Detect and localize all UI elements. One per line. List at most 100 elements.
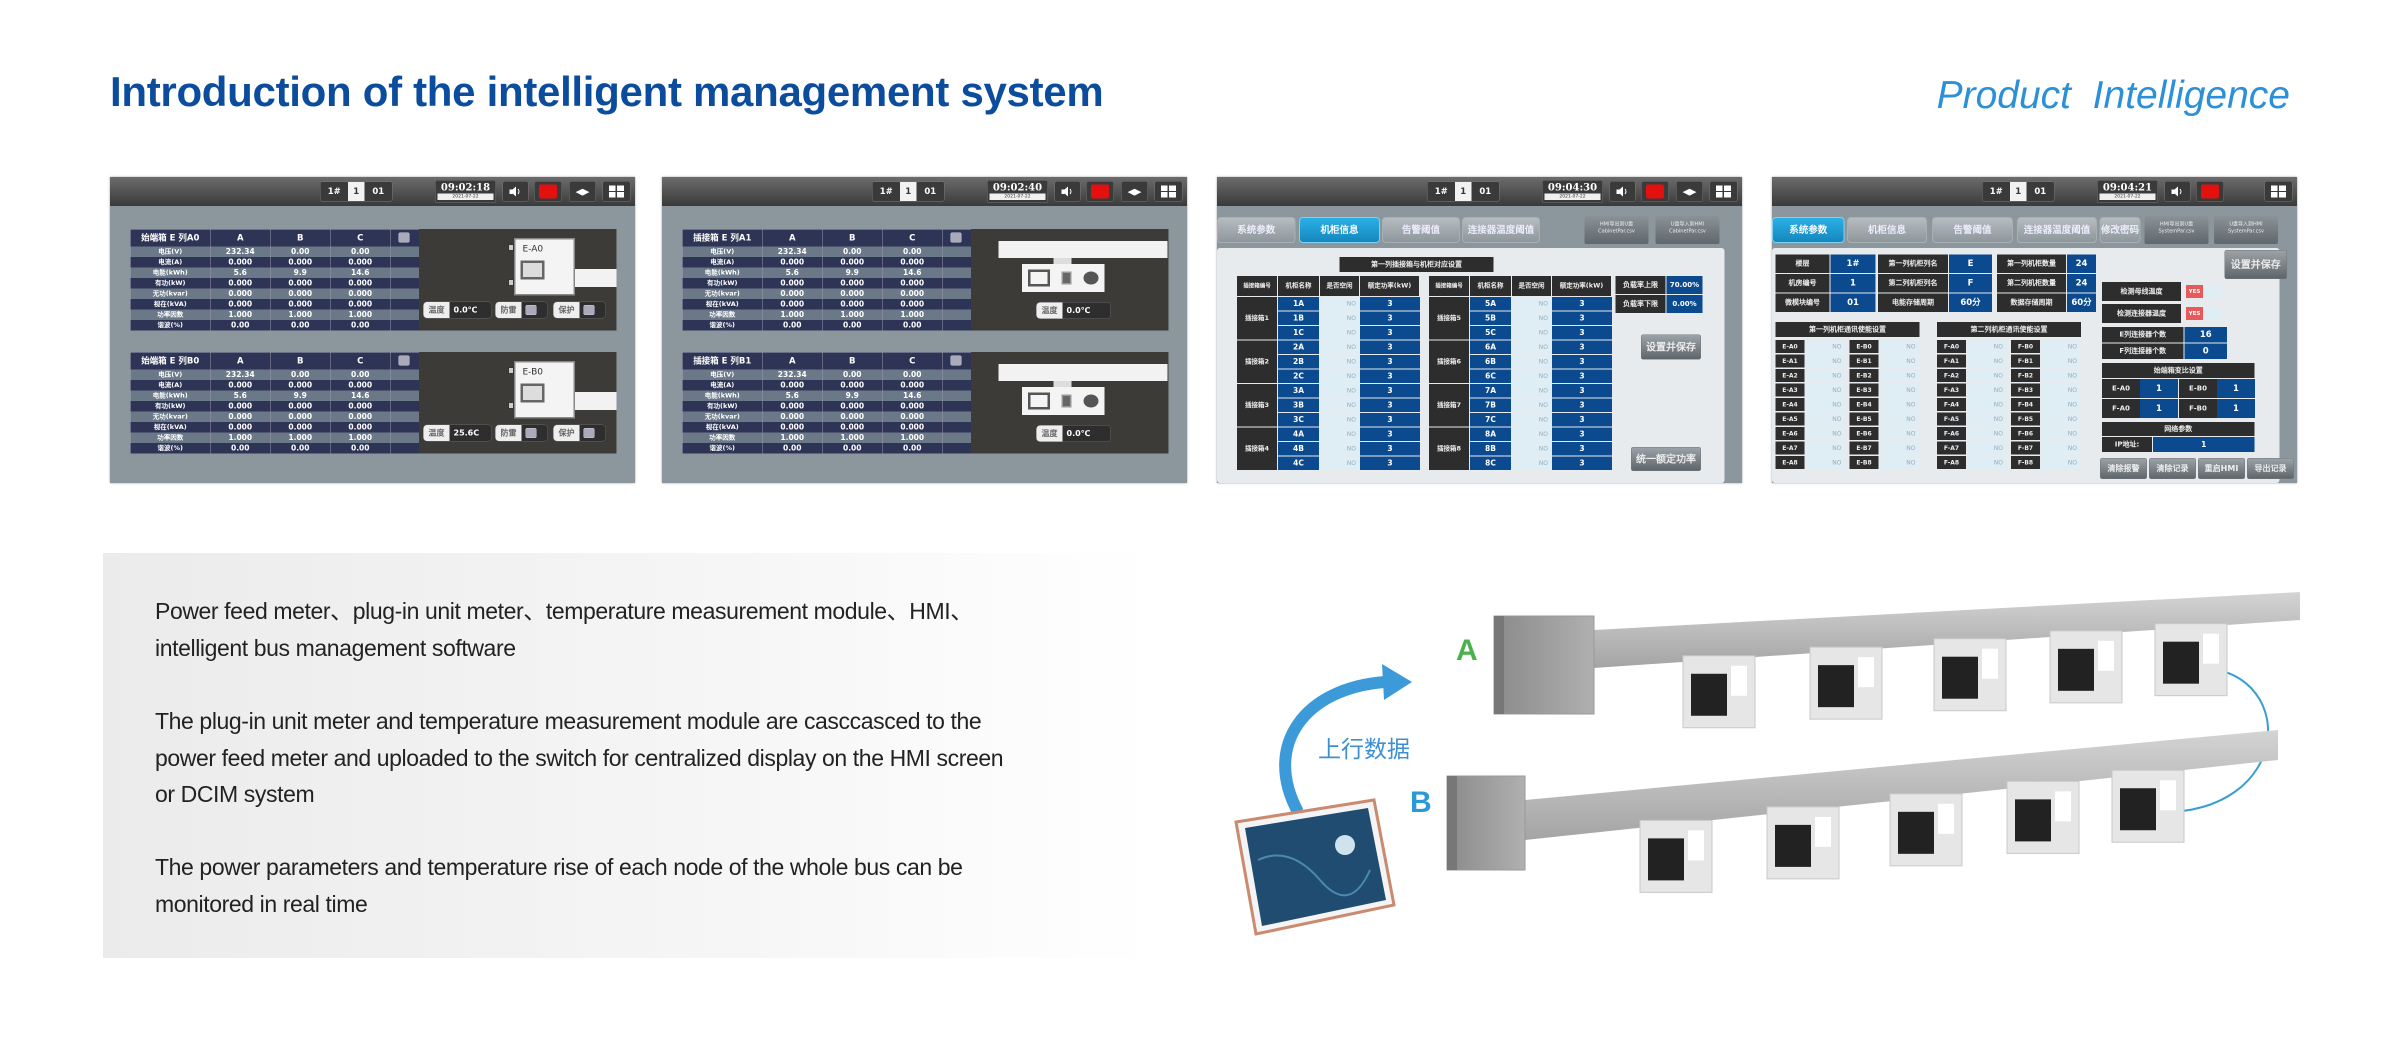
rated-power[interactable]: 3 <box>1552 355 1612 369</box>
speaker-button[interactable] <box>2164 181 2191 202</box>
next-arrow-icon[interactable]: ▶ <box>1689 186 1697 197</box>
idle-toggle[interactable]: NO <box>1320 355 1359 369</box>
comm-enable-toggle[interactable]: NO <box>1968 398 2006 411</box>
comm-enable-toggle[interactable]: NO <box>1806 398 1845 411</box>
comm-enable-toggle[interactable]: NO <box>1806 340 1845 353</box>
idle-toggle[interactable]: NO <box>1512 369 1551 383</box>
param-value[interactable]: E <box>1949 254 1992 273</box>
rated-power[interactable]: 3 <box>1552 398 1612 412</box>
detect-toggle[interactable]: YES <box>2186 307 2203 320</box>
rated-power[interactable]: 3 <box>1552 427 1612 441</box>
param-value[interactable]: 01 <box>1830 293 1876 312</box>
rated-power[interactable]: 3 <box>1552 369 1612 383</box>
page-nav-buttons[interactable]: ◀▶ <box>1676 181 1703 202</box>
ratio-value[interactable]: 1 <box>2217 379 2255 398</box>
action-button-1[interactable]: 清除记录 <box>2149 458 2196 479</box>
tab-0[interactable]: 系统参数 <box>1217 217 1296 243</box>
comm-enable-toggle[interactable]: NO <box>1880 354 1919 368</box>
detect-toggle[interactable]: YES <box>2186 285 2203 298</box>
idle-toggle[interactable]: NO <box>1320 442 1359 456</box>
ratio-value[interactable]: 1 <box>2140 379 2178 398</box>
menu-button[interactable] <box>1709 181 1738 202</box>
alarm-button[interactable] <box>2196 181 2224 202</box>
rated-power[interactable]: 3 <box>1360 340 1420 354</box>
comm-enable-toggle[interactable]: NO <box>1968 456 2006 469</box>
rated-power[interactable]: 3 <box>1360 369 1420 383</box>
tab-2[interactable]: 告警阈值 <box>1382 217 1460 243</box>
comm-enable-toggle[interactable]: NO <box>1880 456 1919 469</box>
idle-toggle[interactable]: NO <box>1512 456 1551 470</box>
comm-enable-toggle[interactable]: NO <box>1880 398 1919 411</box>
menu-button[interactable] <box>602 181 631 202</box>
idle-toggle[interactable]: NO <box>1320 297 1359 311</box>
idle-toggle[interactable]: NO <box>1512 398 1551 412</box>
comm-enable-toggle[interactable]: NO <box>1968 427 2006 440</box>
idle-toggle[interactable]: NO <box>1320 427 1359 441</box>
comm-enable-toggle[interactable]: NO <box>1806 412 1845 426</box>
speaker-button[interactable] <box>1609 181 1636 202</box>
save-button[interactable]: 设置并保存 <box>2224 250 2287 279</box>
rated-power[interactable]: 3 <box>1552 311 1612 325</box>
action-button-2[interactable]: 重启HMI <box>2198 458 2245 479</box>
idle-toggle[interactable]: NO <box>1512 384 1551 398</box>
idle-toggle[interactable]: NO <box>1320 311 1359 325</box>
comm-enable-toggle[interactable]: NO <box>2042 340 2080 353</box>
next-arrow-icon[interactable]: ▶ <box>1134 186 1142 197</box>
comm-enable-toggle[interactable]: NO <box>1806 456 1845 469</box>
idle-toggle[interactable]: NO <box>1512 427 1551 441</box>
ratio-value[interactable]: 1 <box>2217 399 2255 418</box>
alarm-button[interactable] <box>1086 181 1114 202</box>
idle-toggle[interactable]: NO <box>1512 442 1551 456</box>
comm-enable-toggle[interactable]: NO <box>1880 427 1919 440</box>
rated-power[interactable]: 3 <box>1360 384 1420 398</box>
tab-2[interactable]: 告警阈值 <box>1932 217 2013 243</box>
tab-3[interactable]: 连接器温度阈值 <box>1462 217 1540 243</box>
rated-power[interactable]: 3 <box>1360 311 1420 325</box>
save-button[interactable]: 设置并保存 <box>1641 334 1701 360</box>
comm-enable-toggle[interactable]: NO <box>2042 369 2080 382</box>
rated-power[interactable]: 3 <box>1552 456 1612 470</box>
param-value[interactable]: 24 <box>2067 274 2096 293</box>
rated-power[interactable]: 3 <box>1552 297 1612 311</box>
comm-enable-toggle[interactable]: NO <box>1968 369 2006 382</box>
rated-power[interactable]: 3 <box>1360 413 1420 427</box>
comm-enable-toggle[interactable]: NO <box>2042 427 2080 440</box>
ip-value[interactable]: 1 <box>2153 437 2255 452</box>
comm-enable-toggle[interactable]: NO <box>1968 354 2006 368</box>
idle-toggle[interactable]: NO <box>1512 413 1551 427</box>
prev-arrow-icon[interactable]: ◀ <box>1127 186 1135 197</box>
idle-toggle[interactable]: NO <box>1512 297 1551 311</box>
ratio-value[interactable]: 1 <box>2140 399 2178 418</box>
idle-toggle[interactable]: NO <box>1512 311 1551 325</box>
prev-arrow-icon[interactable]: ◀ <box>575 186 583 197</box>
comm-enable-toggle[interactable]: NO <box>2042 441 2080 455</box>
speaker-button[interactable] <box>1054 181 1081 202</box>
param-value[interactable]: 60分 <box>2067 293 2096 312</box>
comm-enable-toggle[interactable]: NO <box>1806 354 1845 368</box>
page-nav-buttons[interactable]: ◀▶ <box>569 181 596 202</box>
comm-enable-toggle[interactable]: NO <box>1880 412 1919 426</box>
rated-power[interactable]: 3 <box>1360 398 1420 412</box>
tab-0[interactable]: 系统参数 <box>1772 217 1845 243</box>
comm-enable-toggle[interactable]: NO <box>2042 383 2080 397</box>
next-arrow-icon[interactable]: ▶ <box>582 186 590 197</box>
connector-count-value[interactable]: 16 <box>2184 327 2227 343</box>
rated-power[interactable]: 3 <box>1360 442 1420 456</box>
rated-power[interactable]: 3 <box>1360 326 1420 340</box>
comm-enable-toggle[interactable]: NO <box>1806 427 1845 440</box>
tab-1[interactable]: 机柜信息 <box>1299 217 1380 243</box>
connector-count-value[interactable]: 0 <box>2184 343 2227 359</box>
idle-toggle[interactable]: NO <box>1320 456 1359 470</box>
param-value[interactable]: 1 <box>1830 274 1876 293</box>
idle-toggle[interactable]: NO <box>1320 413 1359 427</box>
page-nav-buttons[interactable]: ◀▶ <box>1121 181 1148 202</box>
action-button-0[interactable]: 清除报警 <box>2100 458 2147 479</box>
rated-power[interactable]: 3 <box>1552 384 1612 398</box>
load-upper-value[interactable]: 70.00% <box>1666 276 1703 294</box>
